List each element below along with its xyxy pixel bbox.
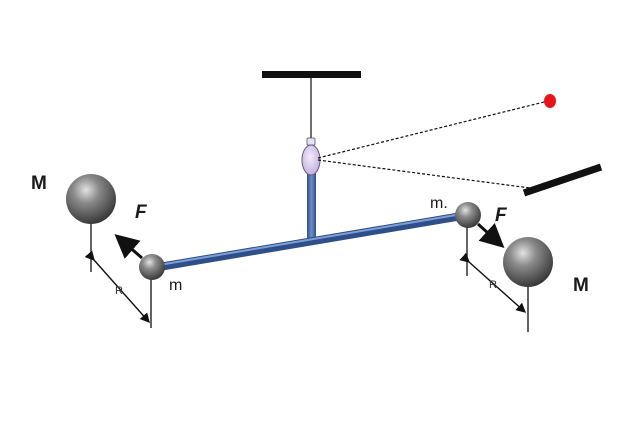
mirror-cap	[306, 137, 316, 146]
incident-light-ray	[317, 100, 549, 159]
beam-highlight	[152, 212, 469, 267]
horizontal-beam	[149, 211, 472, 272]
large-sphere-right	[503, 237, 553, 287]
force-arrow-right-icon	[476, 222, 505, 249]
distance-arrow-right-icon	[459, 252, 527, 313]
scale-screen	[522, 163, 603, 197]
large-sphere-left	[66, 174, 116, 224]
label-mass-large-left: M	[31, 173, 47, 194]
label-mass-small-left: m	[169, 277, 182, 294]
force-arrow-left-icon	[114, 234, 143, 260]
laser-source-dot	[544, 94, 556, 108]
reflected-light-ray	[317, 159, 531, 189]
small-sphere-right	[455, 202, 481, 228]
ceiling-support	[262, 71, 361, 78]
label-mass-large-right: M	[573, 275, 589, 296]
label-force-right: F	[495, 205, 508, 226]
label-distance-right: R	[489, 279, 497, 291]
distance-arrow-left-icon	[84, 250, 150, 324]
label-mass-small-right: m.	[430, 195, 448, 212]
label-force-left: F	[135, 202, 148, 223]
vertical-rod	[307, 172, 316, 242]
label-distance-left: R	[115, 285, 123, 297]
mirror	[301, 144, 321, 176]
small-sphere-left	[139, 254, 165, 280]
